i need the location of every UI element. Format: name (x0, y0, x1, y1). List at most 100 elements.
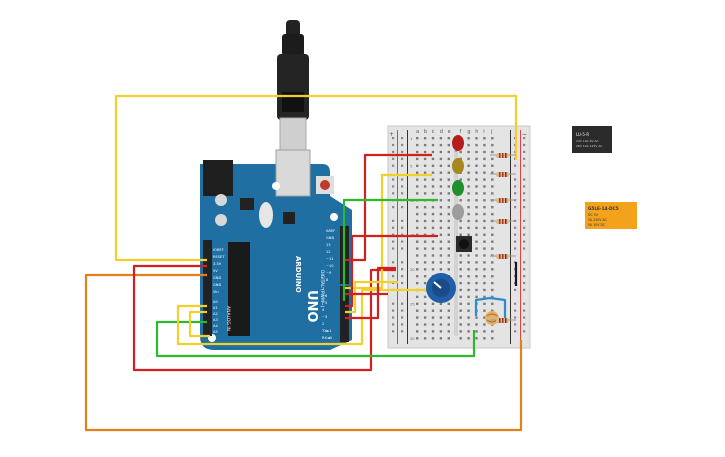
breadboard-hole[interactable] (483, 157, 486, 161)
breadboard-hole[interactable] (431, 337, 435, 340)
wire-yellow-a0[interactable] (176, 288, 430, 346)
breadboard-hole[interactable] (439, 309, 443, 312)
breadboard-hole[interactable] (423, 143, 427, 147)
rail-hole[interactable] (392, 323, 395, 326)
breadboard-hole[interactable] (475, 261, 478, 264)
breadboard-hole[interactable] (491, 143, 494, 147)
breadboard-hole[interactable] (416, 178, 419, 181)
breadboard-hole[interactable] (447, 268, 450, 271)
breadboard-hole[interactable] (467, 212, 470, 216)
breadboard-hole[interactable] (467, 316, 470, 319)
breadboard-hole[interactable] (459, 226, 462, 230)
breadboard-hole[interactable] (483, 295, 486, 299)
breadboard-hole[interactable] (467, 288, 470, 292)
breadboard-hole[interactable] (439, 212, 443, 216)
breadboard-hole[interactable] (459, 316, 462, 319)
relay-orange[interactable]: G5LE-14-DC5 DC 5V 5A 250V AC 5A 30V DC (585, 202, 637, 229)
breadboard-hole[interactable] (491, 157, 494, 161)
breadboard-hole[interactable] (447, 330, 450, 333)
breadboard-hole[interactable] (475, 164, 478, 167)
breadboard-hole[interactable] (431, 206, 435, 209)
breadboard-hole[interactable] (491, 295, 494, 299)
breadboard-hole[interactable] (483, 226, 486, 230)
breadboard-hole[interactable] (447, 323, 450, 326)
rail-hole[interactable] (514, 185, 517, 188)
rail-hole[interactable] (523, 309, 526, 312)
rail-hole[interactable] (401, 150, 404, 153)
rail-hole[interactable] (514, 309, 517, 312)
breadboard-hole[interactable] (416, 337, 419, 340)
breadboard-hole[interactable] (431, 185, 435, 188)
wire-yellow-top[interactable] (114, 94, 518, 262)
breadboard-hole[interactable] (467, 157, 470, 161)
breadboard-hole[interactable] (447, 137, 450, 140)
resistor[interactable] (490, 153, 516, 158)
breadboard-hole[interactable] (431, 261, 435, 264)
rail-hole[interactable] (401, 316, 404, 319)
breadboard-hole[interactable] (491, 233, 494, 236)
breadboard-hole[interactable] (475, 178, 478, 181)
breadboard-hole[interactable] (491, 171, 494, 174)
rail-hole[interactable] (392, 164, 395, 167)
breadboard-hole[interactable] (416, 137, 419, 140)
rail-hole[interactable] (514, 288, 517, 291)
rail-hole[interactable] (523, 233, 526, 236)
led-yellow[interactable] (452, 158, 464, 174)
breadboard-hole[interactable] (431, 233, 435, 236)
breadboard-hole[interactable] (467, 206, 470, 209)
breadboard-hole[interactable] (439, 199, 443, 202)
breadboard-hole[interactable] (416, 316, 419, 319)
breadboard-hole[interactable] (475, 157, 478, 161)
breadboard-hole[interactable] (491, 185, 494, 188)
breadboard-hole[interactable] (439, 178, 443, 181)
rail-hole[interactable] (392, 178, 395, 181)
rail-hole[interactable] (401, 137, 404, 140)
breadboard-hole[interactable] (447, 261, 450, 264)
breadboard-hole[interactable] (491, 178, 494, 181)
breadboard-hole[interactable] (467, 178, 470, 181)
relay-black[interactable]: LU-5-R 24V 10A 6V AC 28V 10A 125V AC (572, 126, 612, 153)
rail-hole[interactable] (392, 185, 395, 188)
breadboard-hole[interactable] (431, 164, 435, 167)
breadboard-hole[interactable] (483, 268, 486, 271)
breadboard-hole[interactable] (431, 268, 435, 271)
breadboard-hole[interactable] (459, 302, 462, 305)
breadboard-hole[interactable] (467, 137, 470, 140)
breadboard-hole[interactable] (431, 150, 435, 154)
breadboard-hole[interactable] (423, 219, 427, 223)
rail-hole[interactable] (523, 150, 526, 153)
breadboard-hole[interactable] (475, 316, 478, 319)
rail-hole[interactable] (523, 316, 526, 319)
rail-hole[interactable] (514, 323, 517, 326)
rail-hole[interactable] (401, 323, 404, 326)
breadboard-hole[interactable] (431, 178, 435, 181)
led-red[interactable] (452, 135, 464, 152)
rail-hole[interactable] (401, 233, 404, 236)
breadboard-hole[interactable] (423, 330, 427, 333)
breadboard-hole[interactable] (423, 212, 427, 216)
breadboard-hole[interactable] (439, 240, 443, 243)
breadboard-hole[interactable] (483, 261, 486, 264)
breadboard-hole[interactable] (475, 143, 478, 147)
rail-hole[interactable] (523, 164, 526, 167)
rail-hole[interactable] (514, 178, 517, 181)
breadboard-hole[interactable] (439, 261, 443, 264)
breadboard-hole[interactable] (467, 302, 470, 305)
rail-hole[interactable] (392, 275, 395, 278)
breadboard-hole[interactable] (416, 261, 419, 264)
breadboard-hole[interactable] (459, 199, 462, 202)
breadboard-hole[interactable] (467, 323, 470, 326)
breadboard-hole[interactable] (447, 199, 450, 202)
breadboard-hole[interactable] (439, 247, 443, 250)
breadboard-hole[interactable] (439, 150, 443, 154)
breadboard-hole[interactable] (416, 254, 419, 257)
breadboard-hole[interactable] (447, 233, 450, 236)
breadboard-hole[interactable] (423, 295, 427, 299)
breadboard-hole[interactable] (467, 219, 470, 223)
breadboard-hole[interactable] (483, 247, 486, 250)
breadboard-hole[interactable] (431, 219, 435, 223)
breadboard-hole[interactable] (431, 323, 435, 326)
breadboard-hole[interactable] (491, 337, 494, 340)
breadboard-hole[interactable] (423, 157, 427, 161)
rail-hole[interactable] (392, 137, 395, 140)
